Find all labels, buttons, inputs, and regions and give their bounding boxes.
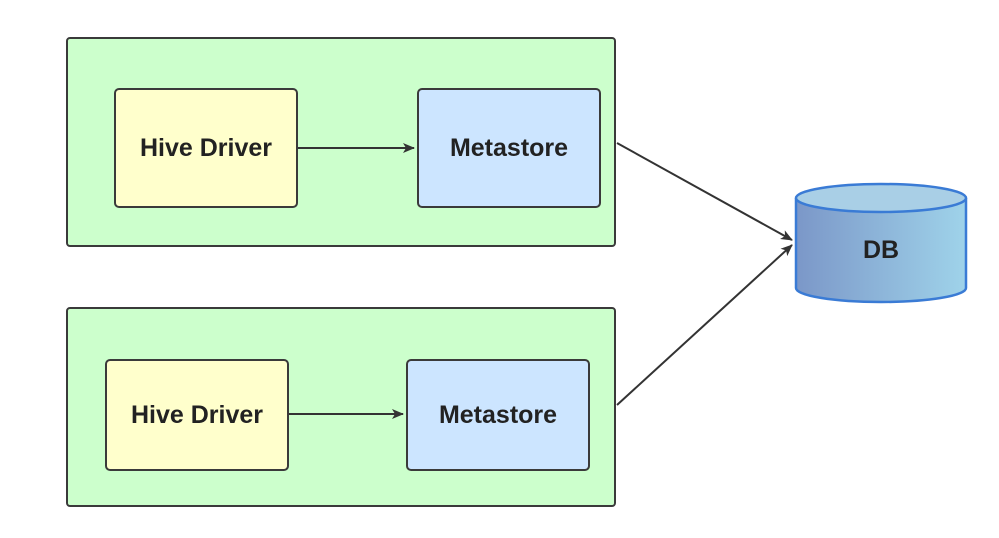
hive-driver-label-2: Hive Driver xyxy=(130,400,264,429)
hive-driver-node-1: Hive Driver xyxy=(114,88,298,208)
arrow-metastore-1-to-db xyxy=(616,142,793,241)
arrow-metastore-2-to-db xyxy=(616,244,793,406)
metastore-label-2: Metastore xyxy=(438,400,558,429)
hive-driver-node-2: Hive Driver xyxy=(105,359,289,471)
hive-driver-label-1: Hive Driver xyxy=(139,133,273,162)
metastore-label-1: Metastore xyxy=(449,133,569,162)
db-label: DB xyxy=(862,235,900,264)
metastore-node-2: Metastore xyxy=(406,359,590,471)
database-cylinder xyxy=(794,182,968,304)
metastore-node-1: Metastore xyxy=(417,88,601,208)
